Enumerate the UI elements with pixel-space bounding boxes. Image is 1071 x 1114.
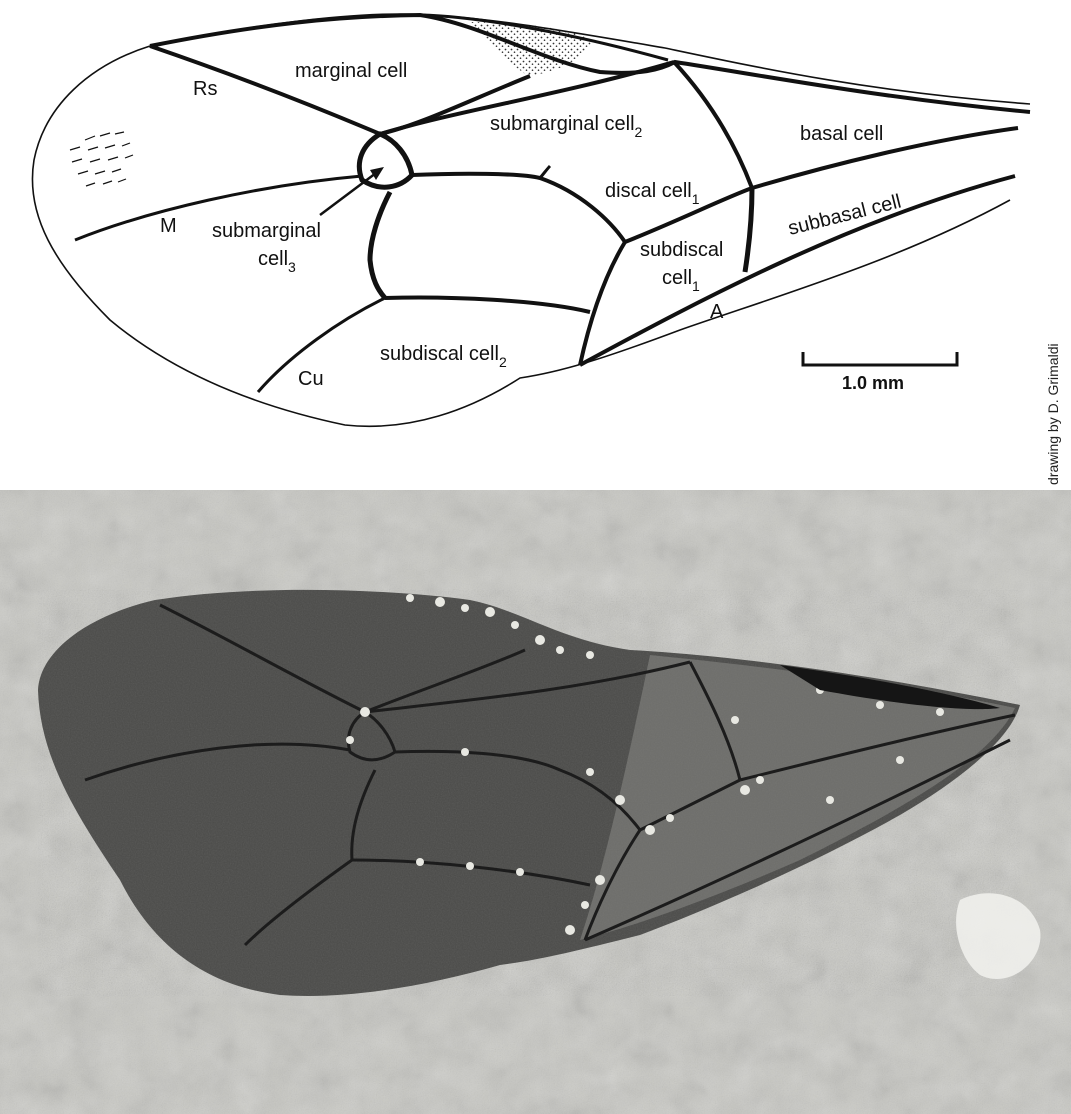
scale-bar: 1.0 mm <box>803 352 957 393</box>
basal-vein <box>752 128 1018 188</box>
submarginal2-right-vein <box>674 62 752 188</box>
label-subdiscal-cell-1-line1: subdiscal <box>640 239 723 261</box>
label-subdiscal-cell-1-line2: cell1 <box>662 267 700 294</box>
wing-hairs <box>70 132 133 186</box>
vein-spur <box>540 166 550 178</box>
fossil-photo <box>0 490 1071 1114</box>
label-submarginal-cell-3-line2: cell3 <box>258 248 296 275</box>
submarginal3-arrow-head <box>370 167 384 180</box>
wing-outline <box>32 46 1010 426</box>
wing-drawing: marginal cell Rs submarginal cell2 basal… <box>32 14 1061 485</box>
label-a: A <box>710 301 724 323</box>
label-submarginal-cell-2: submarginal cell2 <box>490 113 643 140</box>
scale-bar-label: 1.0 mm <box>842 373 904 393</box>
label-subbasal-cell: subbasal cell <box>786 191 904 240</box>
discal-upper-vein <box>412 174 625 242</box>
label-discal-cell-1: discal cell1 <box>605 180 700 207</box>
label-submarginal-cell-3-line1: submarginal <box>212 220 321 242</box>
subdiscal2-upper-vein <box>385 298 590 312</box>
drawing-credit: drawing by D. Grimaldi <box>1045 343 1061 485</box>
label-rs: Rs <box>193 78 217 100</box>
a-vein <box>580 176 1015 365</box>
subbasal-vein <box>745 188 752 272</box>
label-m: M <box>160 215 177 237</box>
costa-vein <box>150 15 1030 112</box>
stigma-stipple <box>468 22 592 76</box>
label-subdiscal-cell-2: subdiscal cell2 <box>380 343 507 370</box>
submarginal3-lower-vein <box>370 192 390 298</box>
costal-margin <box>150 14 1030 104</box>
label-basal-cell: basal cell <box>800 123 883 145</box>
label-cu: Cu <box>298 368 324 390</box>
label-marginal-cell: marginal cell <box>295 60 407 82</box>
